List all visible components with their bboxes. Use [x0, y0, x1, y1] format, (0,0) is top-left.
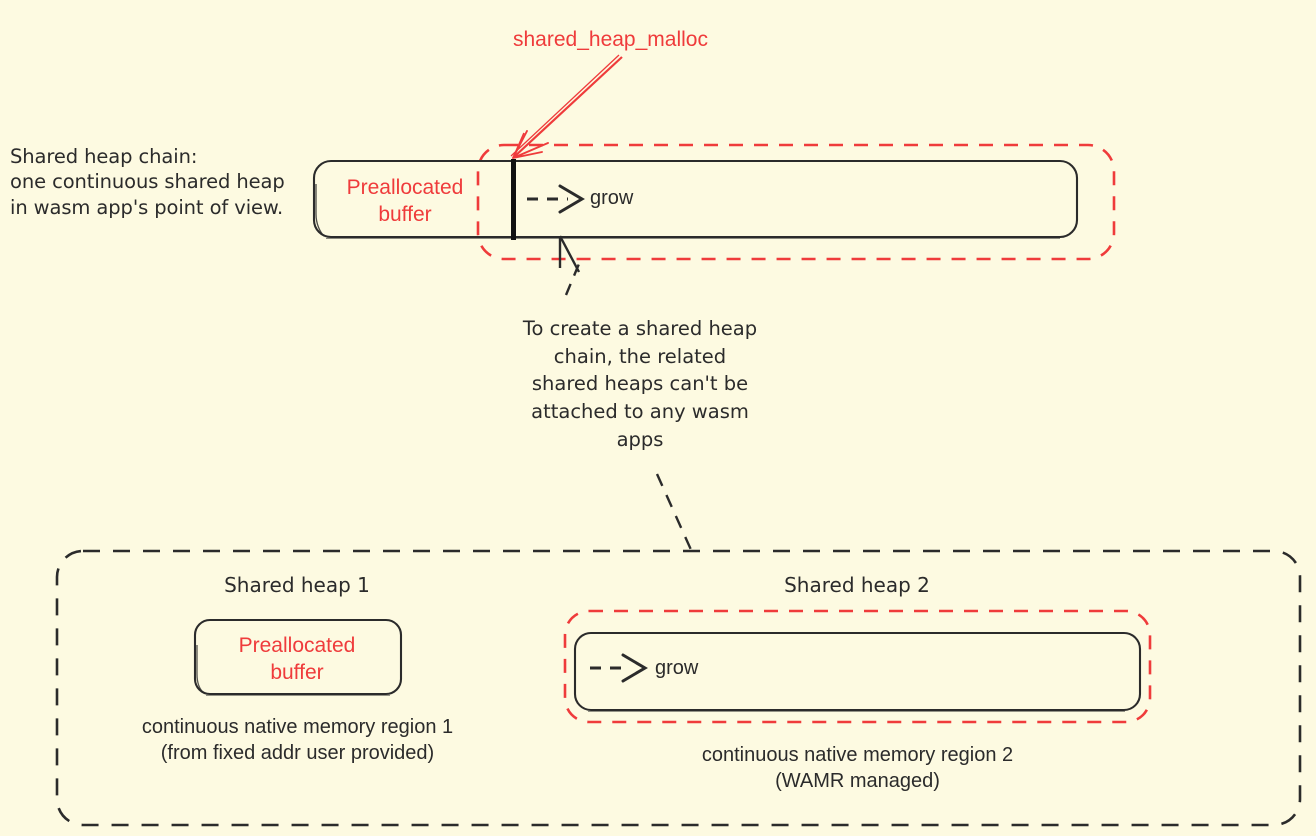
shared-heap-1-title: Shared heap 1	[224, 573, 370, 597]
top-grow-arrowhead-icon	[558, 184, 585, 214]
heap2-grow-arrowhead-icon	[621, 653, 648, 683]
native-memory-region-2-caption: continuous native memory region 2 (WAMR …	[701, 744, 1014, 793]
heap1-box-sketch-stroke	[196, 645, 205, 694]
heap1-preallocated-buffer-label: Preallocated buffer	[238, 634, 356, 685]
top-preallocated-buffer-label: Preallocated buffer	[346, 176, 464, 227]
heap2-grow-label: grow	[655, 657, 699, 679]
top-grow-label: grow	[590, 187, 634, 209]
chain-constraint-note: To create a shared heap chain, the relat…	[522, 317, 758, 451]
top-bar-sketch-stroke	[315, 184, 325, 237]
shared-heap-malloc-callout-label: shared_heap_malloc	[513, 28, 708, 51]
shared-heap-malloc-arrow-icon	[510, 54, 623, 159]
shared-heap-chain-note: Shared heap chain: one continuous shared…	[10, 145, 285, 219]
constraint-note-leader-up-icon	[558, 235, 583, 296]
shared-heap-2-title: Shared heap 2	[784, 573, 930, 597]
native-memory-region-1-caption: continuous native memory region 1 (from …	[141, 716, 454, 765]
top-red-dashed-region	[476, 143, 1116, 261]
constraint-note-leader-down-icon	[655, 473, 694, 553]
heap2-red-dashed-region	[563, 609, 1152, 724]
